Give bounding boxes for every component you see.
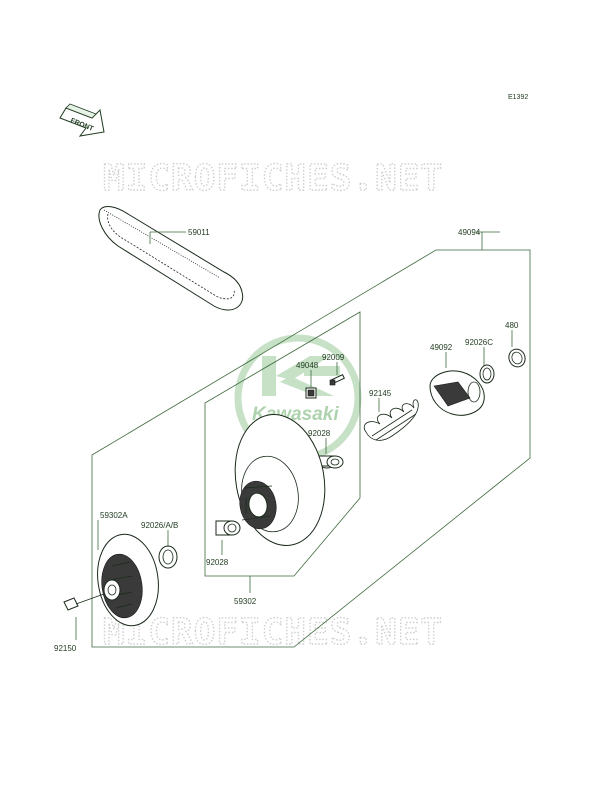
fixed-sheave-59302a bbox=[97, 533, 159, 627]
label-92028-top: 92028 bbox=[308, 429, 331, 438]
washer-92026ab bbox=[158, 545, 178, 569]
label-92028-bottom: 92028 bbox=[206, 558, 229, 567]
label-92150: 92150 bbox=[54, 644, 77, 653]
label-92145: 92145 bbox=[369, 389, 392, 398]
cam-49092 bbox=[429, 370, 485, 416]
assembly-outline-49094 bbox=[91, 249, 531, 648]
circlip-480 bbox=[508, 348, 526, 368]
label-59011: 59011 bbox=[188, 228, 210, 237]
assembly-outline-59302 bbox=[204, 311, 361, 577]
movable-sheave-59302 bbox=[234, 414, 326, 546]
label-92009: 92009 bbox=[322, 353, 345, 362]
front-arrow-icon: FRONT bbox=[59, 103, 105, 137]
label-59302a: 59302A bbox=[100, 511, 128, 520]
label-49092: 49092 bbox=[430, 343, 453, 352]
slider-49048 bbox=[305, 387, 317, 399]
label-59302: 59302 bbox=[234, 597, 257, 606]
drive-belt bbox=[98, 206, 244, 311]
label-49048: 49048 bbox=[296, 361, 319, 370]
label-49094: 49094 bbox=[458, 228, 481, 237]
label-92026c: 92026C bbox=[465, 338, 493, 347]
spring-92145 bbox=[363, 399, 419, 441]
washer-92026c bbox=[479, 364, 495, 384]
bolt-92150 bbox=[63, 593, 105, 611]
pin-92009 bbox=[329, 373, 345, 386]
part-labels: 59011 49094 480 49092 92026C 92009 49048… bbox=[54, 228, 519, 653]
label-92026ab: 92026/A/B bbox=[141, 521, 178, 530]
bushing-92028-bottom bbox=[215, 520, 241, 536]
k-emblem-icon bbox=[262, 356, 340, 396]
diagram-code: E1392 bbox=[508, 94, 528, 101]
bushing-92028-top bbox=[318, 455, 344, 469]
watermark-top: MICROFICHES.NET bbox=[103, 158, 443, 199]
label-480: 480 bbox=[505, 321, 519, 330]
